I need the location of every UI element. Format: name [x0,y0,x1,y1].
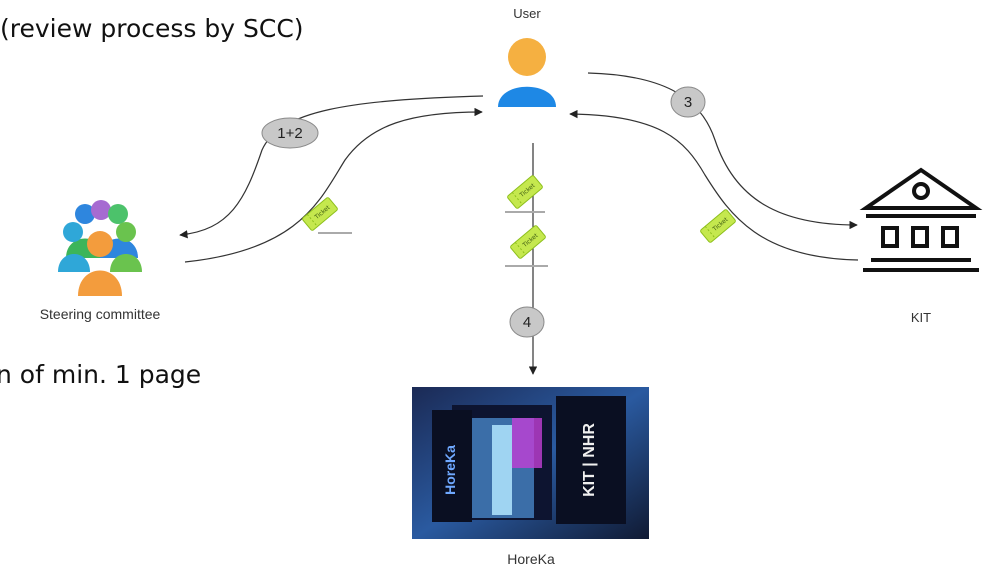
ticket-icon: Ticket [700,209,736,243]
user-icon [498,38,556,107]
step-label: 4 [523,314,531,331]
arrow-committee-to-user [184,107,483,263]
arrow-user-to-committee [179,95,484,239]
step-badge-3: 3 [670,86,706,118]
photo-text-kit-nhr: KIT | NHR [581,423,598,497]
slide-text-fragment-top: (review process by SCC) [0,14,304,43]
photo-text-horeka: HoreKa [442,445,458,495]
ticket-icon: Ticket [302,197,338,231]
step-badge-1-2: 1+2 [261,117,319,149]
user-label: User [513,6,541,21]
supercomputer-photo: HoreKa KIT | NHR [412,387,649,539]
step-badge-4: 4 [509,306,545,338]
committee-label: Steering committee [39,306,161,322]
arrow-kit-to-user [569,109,859,261]
ticket-icon: Ticket [510,225,546,259]
step-label: 3 [684,94,692,111]
horeka-label: HoreKa [507,551,555,567]
arrow-user-to-kit [587,72,858,230]
kit-label: KIT [910,310,932,325]
institution-building-icon [859,167,983,272]
step-label: 1+2 [277,125,302,142]
slide-text-fragment-mid: n of min. 1 page [0,360,202,389]
ticket-icon: Ticket [507,175,543,209]
group-icon [58,200,142,296]
